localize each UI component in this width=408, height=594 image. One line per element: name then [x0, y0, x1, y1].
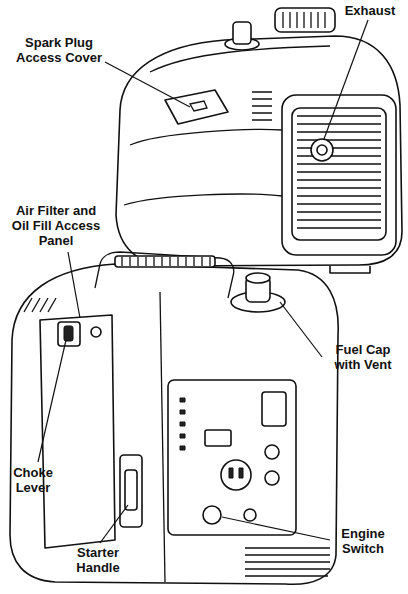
starter-handle [120, 455, 142, 527]
exhaust-grille [282, 95, 396, 255]
exhaust-outlet [311, 139, 333, 161]
carry-handle [275, 8, 335, 32]
part-label: Starter Handle [68, 545, 128, 575]
starter-grip [125, 470, 137, 510]
choke-slot [58, 322, 80, 346]
leader-line [105, 62, 190, 107]
handle-grip [115, 256, 215, 267]
leader-line [68, 252, 80, 318]
leader-line [222, 517, 330, 540]
part-label: Exhaust [335, 3, 405, 18]
leader-line [38, 340, 66, 462]
carry-handle [95, 252, 234, 298]
part-label: Spark Plug Access Cover [5, 35, 113, 65]
panel-terminal [244, 509, 256, 521]
generator-body [10, 264, 338, 584]
leader-line [280, 302, 322, 357]
leader-line [324, 20, 368, 139]
handle-grip [283, 12, 325, 28]
body-contour [160, 292, 165, 582]
panel-screw [91, 327, 101, 337]
grille-slats [297, 116, 381, 228]
engine-switch-knob [203, 506, 221, 524]
cover-notch [190, 101, 207, 111]
indicator-lights [180, 398, 185, 450]
control-panel [168, 380, 296, 535]
grip-ridges [122, 257, 210, 266]
exhaust-pipe [317, 145, 327, 155]
generator-body [116, 36, 402, 266]
bottom-vents [245, 548, 330, 576]
panel-switch [205, 430, 231, 446]
spark-plug-cover [165, 90, 228, 124]
panel-knob [265, 471, 279, 485]
ac-outlet [221, 460, 251, 490]
choke-lever [64, 326, 73, 341]
side-vents [252, 92, 272, 120]
outlet-slots [229, 468, 243, 478]
fuel-cap-knob [246, 273, 270, 283]
fuel-cap-knob [233, 22, 251, 44]
dc-outlet [262, 392, 286, 426]
grille-frame [292, 108, 386, 240]
part-label: Fuel Cap with Vent [322, 342, 404, 372]
part-label: Air Filter and Oil Fill Access Panel [10, 203, 102, 248]
leader-line [100, 505, 128, 543]
panel-knob [265, 445, 279, 459]
part-label: Choke Lever [8, 465, 58, 495]
part-label: Engine Switch [328, 526, 398, 556]
access-panel [40, 315, 115, 548]
top-vents [24, 298, 56, 312]
